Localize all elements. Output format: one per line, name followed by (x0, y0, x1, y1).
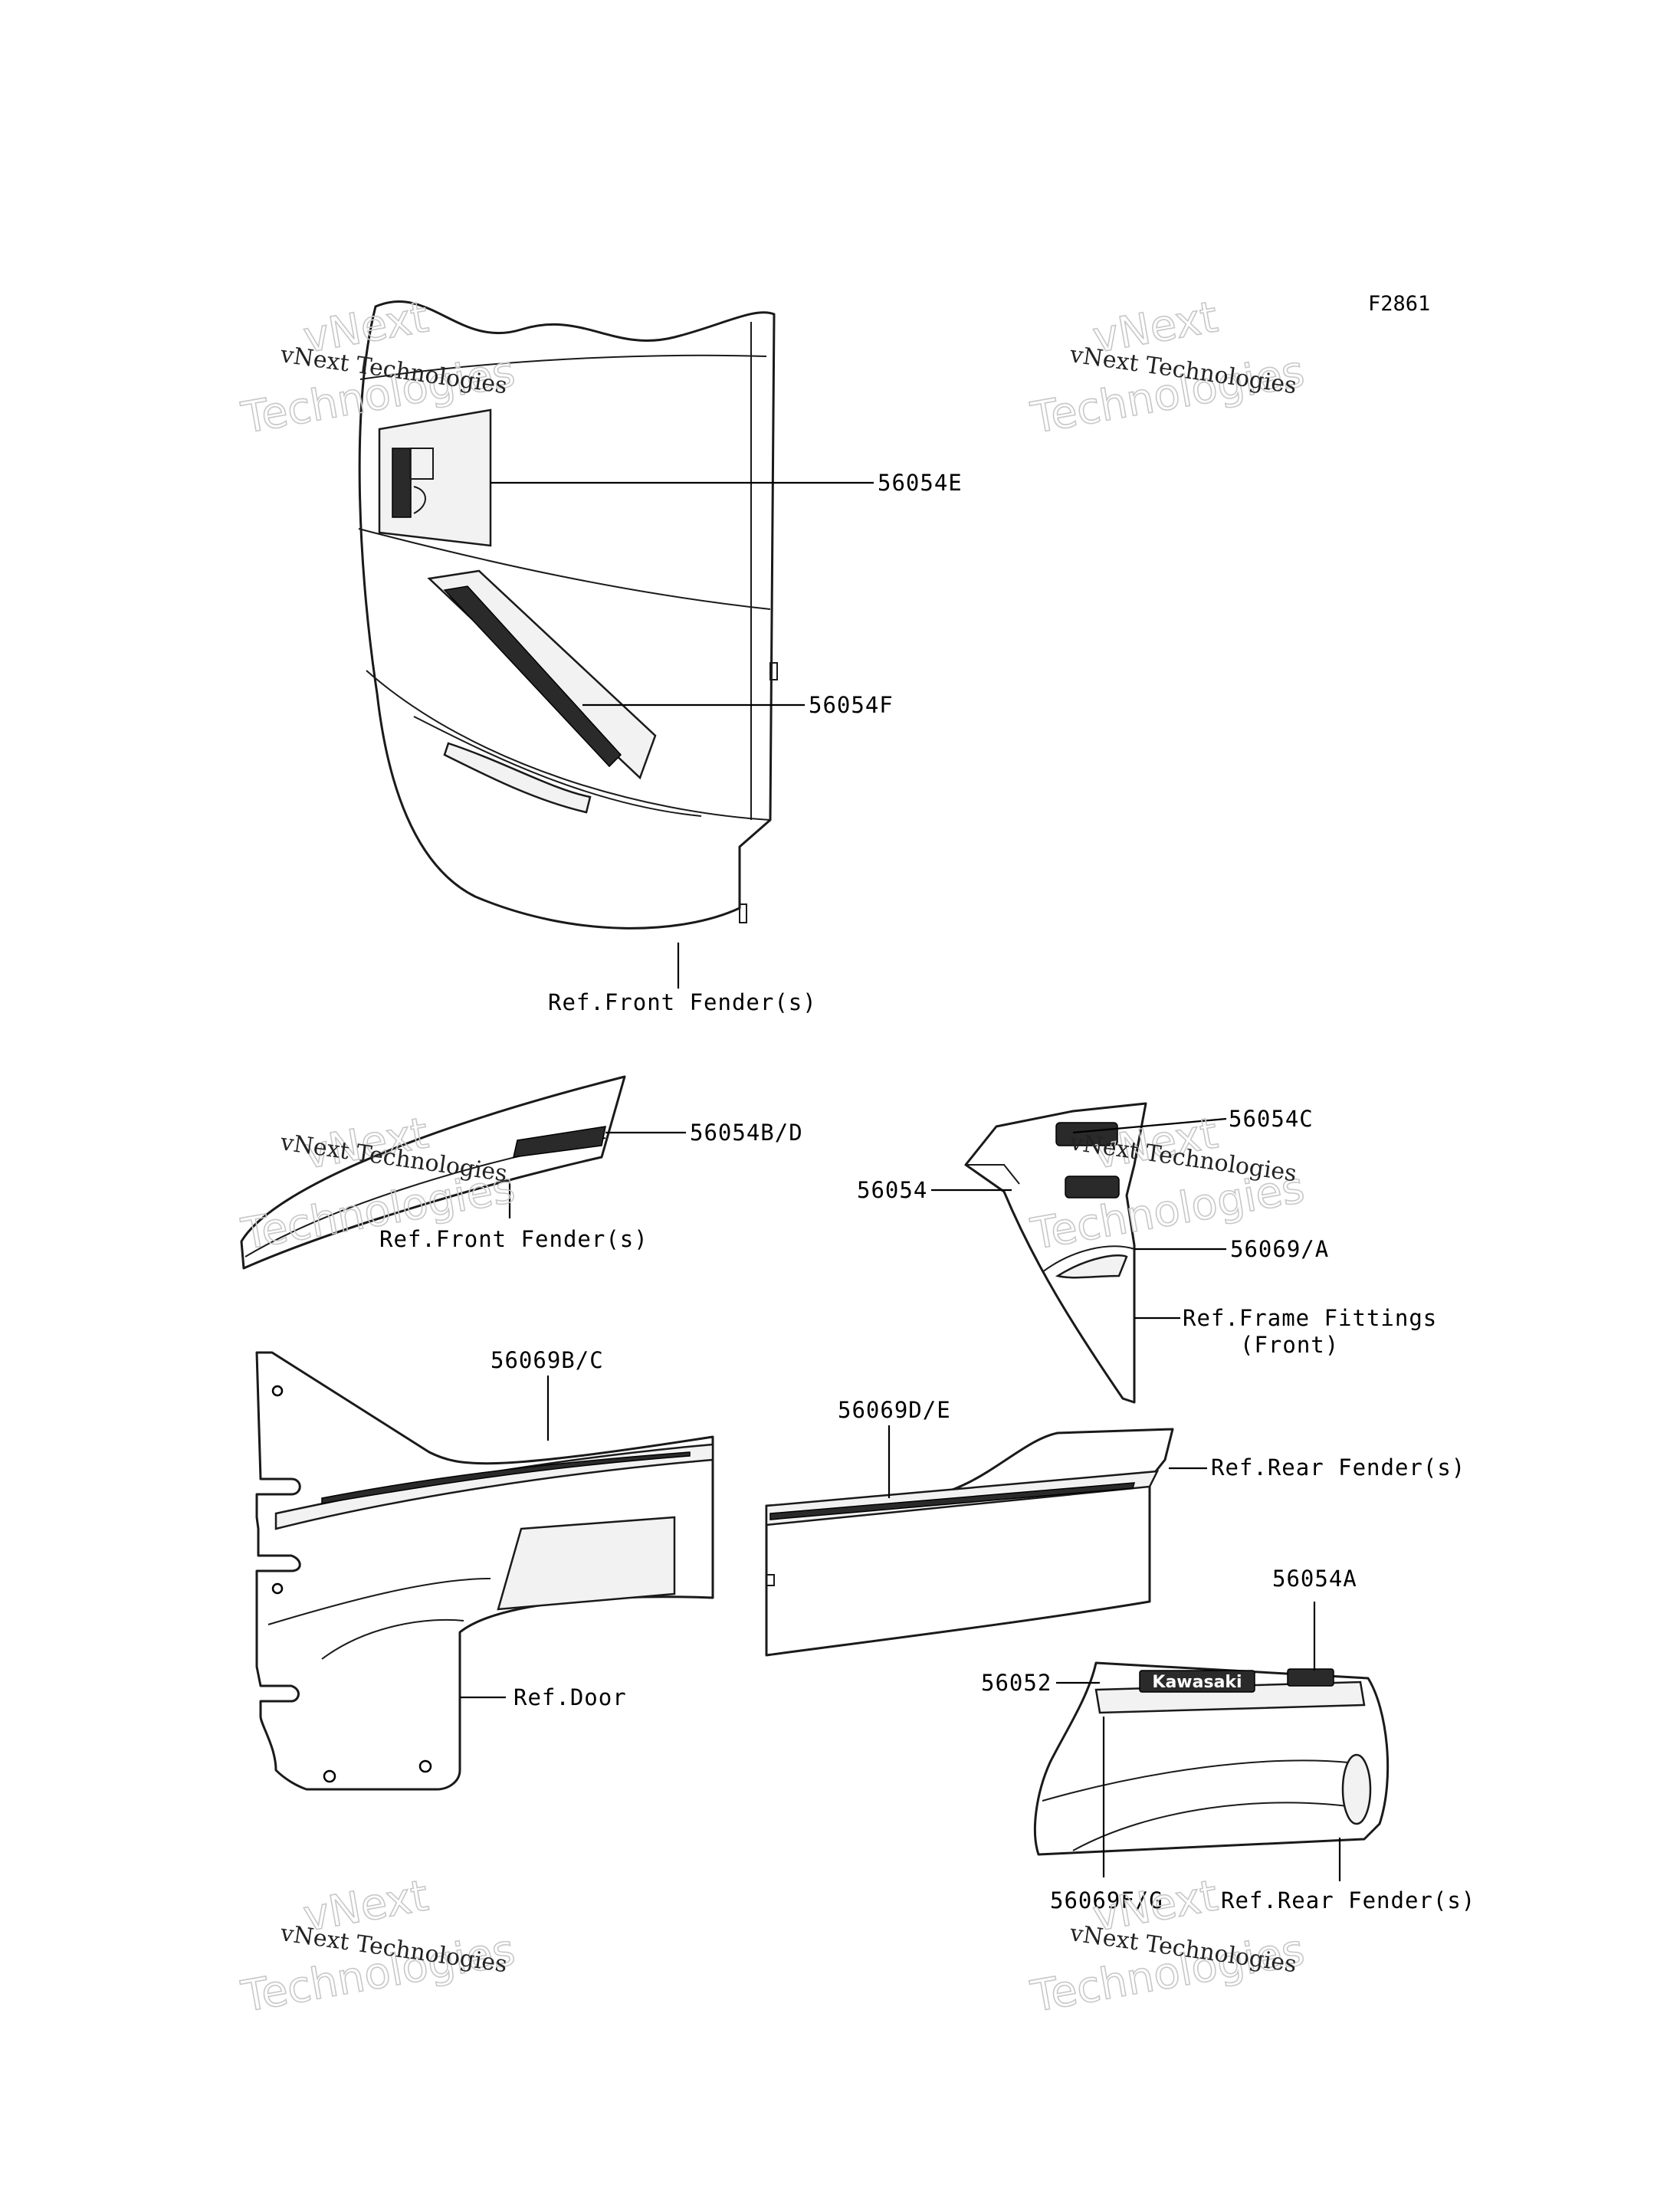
label-56054BD: 56054B/D (690, 1120, 803, 1146)
label-ref-door: Ref.Door (514, 1684, 627, 1710)
label-ref-rear-fender-2: Ref.Rear Fender(s) (1221, 1887, 1475, 1913)
front-fender-upper (358, 300, 778, 930)
label-56054A: 56054A (1272, 1566, 1357, 1592)
front-fender-strip (240, 1075, 626, 1270)
label-ref-frame-fittings-1: Ref.Frame Fittings (1183, 1305, 1437, 1331)
label-56069FG: 56069F/G (1050, 1887, 1163, 1913)
label-56054E: 56054E (878, 470, 963, 496)
label-ref-front-fender-2: Ref.Front Fender(s) (379, 1226, 648, 1252)
watermark-bottom-right: vNext Technologies vNext Technologies (1026, 1871, 1308, 2023)
frame-fitting-front (964, 1102, 1147, 1404)
label-ref-front-fender-1: Ref.Front Fender(s) (548, 989, 817, 1015)
label-56052: 56052 (981, 1670, 1052, 1696)
rear-fender-lower: Kawasaki (1033, 1661, 1390, 1856)
label-56069DE: 56069D/E (838, 1397, 951, 1423)
label-56054C: 56054C (1229, 1106, 1314, 1132)
label-56069BC: 56069B/C (491, 1347, 604, 1373)
leader-lines (460, 481, 1341, 1881)
side-door-panel (255, 1351, 714, 1791)
rear-fender-panel (765, 1428, 1174, 1657)
label-ref-rear-fender-1: Ref.Rear Fender(s) (1211, 1454, 1465, 1481)
watermark-top-right: vNext Technologies vNext Technologies (1026, 292, 1308, 444)
label-56069A: 56069/A (1230, 1236, 1329, 1262)
label-ref-frame-fittings-2: (Front) (1240, 1332, 1339, 1358)
label-56054F: 56054F (809, 692, 894, 718)
label-56054: 56054 (857, 1177, 927, 1203)
watermark-bottom-left: vNext Technologies vNext Technologies (237, 1871, 519, 2023)
diagram-code: F2861 (1368, 292, 1430, 316)
kawasaki-decal-text: Kawasaki (1152, 1673, 1242, 1692)
callout-labels: F2861 56054E 56054F Ref.Front Fender(s) … (379, 292, 1475, 1913)
